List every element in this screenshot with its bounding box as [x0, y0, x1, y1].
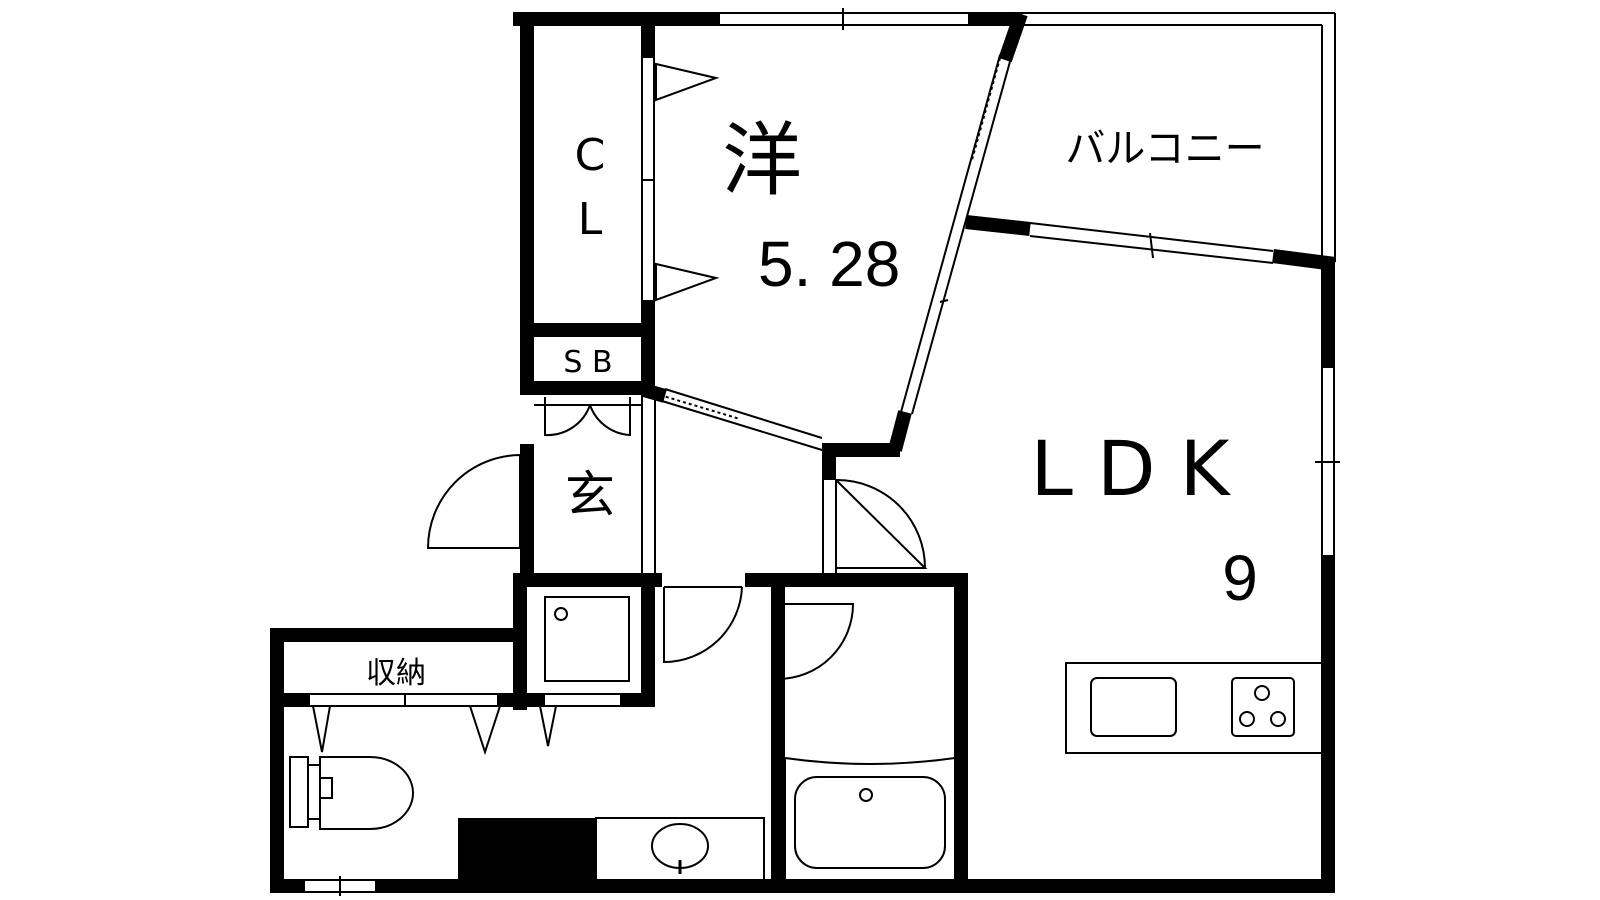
closet-door-markers [311, 62, 720, 756]
closet-label-line1: C [575, 130, 606, 181]
sink-icon [1090, 677, 1177, 737]
entrance-label: 玄 [565, 466, 615, 524]
drain-icon [554, 607, 568, 621]
walls [270, 11, 1336, 893]
storage-label: 収納 [366, 656, 426, 691]
western-room-size: 5. 28 [758, 228, 900, 300]
vanity-counter [595, 817, 765, 887]
ldk-label: L D K [1030, 424, 1231, 513]
labels: 洋 5. 28 C L S B 玄 バルコニー L D K 9 収納 [366, 114, 1265, 691]
fixtures [289, 596, 1323, 887]
balcony-label: バルコニー [1065, 126, 1264, 172]
stove-icon [1231, 677, 1295, 737]
ldk-size: 9 [1222, 542, 1258, 614]
windows [305, 8, 1340, 896]
shoe-box-label: S B [563, 345, 612, 380]
kitchen-counter [1065, 662, 1323, 754]
closet-label-line2: L [578, 194, 603, 245]
bathtub [794, 776, 946, 869]
door-swings [426, 397, 928, 680]
wall-block [458, 818, 596, 886]
western-room-label: 洋 [722, 114, 802, 207]
toilet-icon [289, 756, 414, 830]
